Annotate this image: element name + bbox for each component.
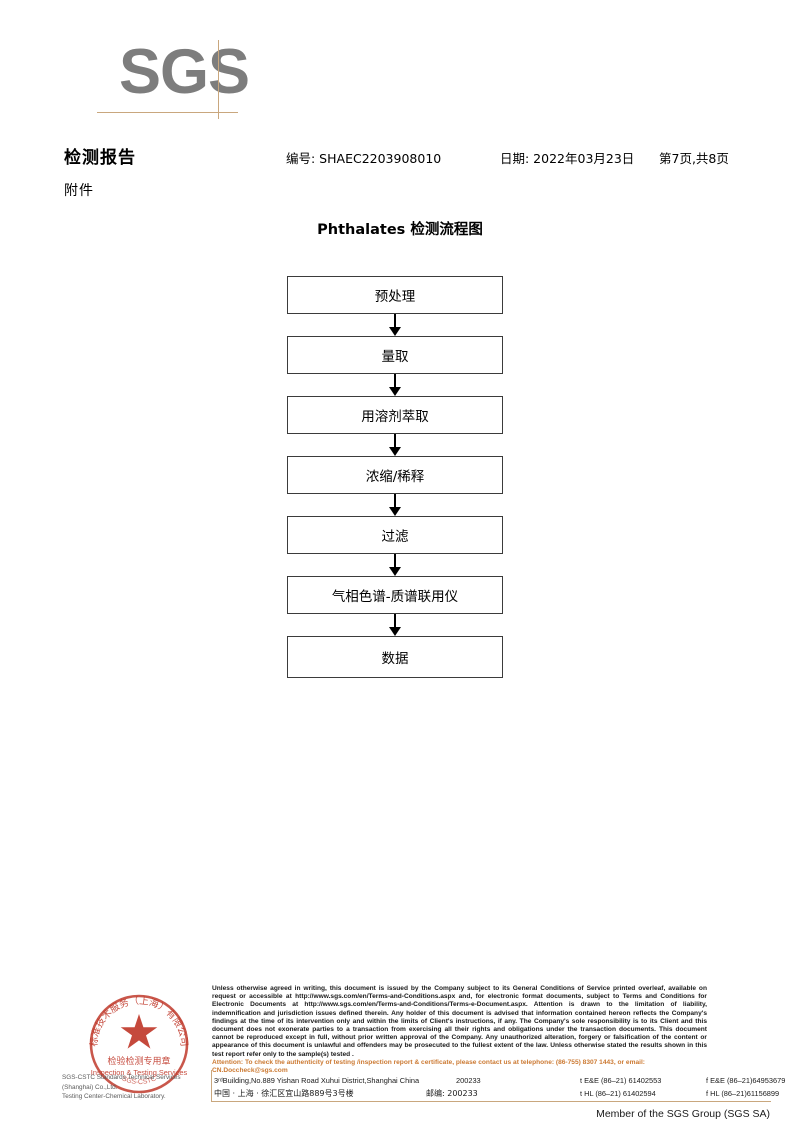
flow-arrow-2 [287, 374, 503, 396]
flow-step-5: 过滤 [287, 516, 503, 554]
arrow-head-icon [389, 447, 401, 456]
tel-english-2: f E&E (86–21)64953679 [706, 1076, 786, 1085]
flow-step-1: 预处理 [287, 276, 503, 314]
logo-horizontal-rule [97, 112, 238, 113]
svg-text:Inspection & Testing Services: Inspection & Testing Services [91, 1068, 188, 1077]
company-seal-stamp: 标准技术服务（上海）有限公司 检验检测专用章 Inspection & Test… [83, 988, 195, 1100]
arrow-stem [394, 494, 397, 509]
zip-chinese: 邮编: 200233 [426, 1089, 478, 1098]
svg-text:SGS-CSTC: SGS-CSTC [121, 1075, 158, 1086]
address-row-cn: 中国 · 上海 · 徐汇区宜山路889号3号楼 邮编: 200233 t HL … [214, 1087, 779, 1100]
member-of-sgs-group: Member of the SGS Group (SGS SA) [596, 1108, 770, 1120]
arrow-stem [394, 314, 397, 329]
arrow-head-icon [389, 327, 401, 336]
seal-caption-line2: Testing Center-Chemical Laboratory. [62, 1093, 166, 1100]
flow-box-filtration: 过滤 [287, 516, 503, 554]
arrow-stem [394, 614, 397, 629]
page-indicator: 第7页,共8页 [659, 151, 729, 166]
zip-english: 200233 [456, 1076, 481, 1085]
flow-arrow-6 [287, 614, 503, 636]
page-subtitle-attachment: 附件 [64, 183, 94, 199]
flow-step-3: 用溶剂萃取 [287, 396, 503, 434]
flow-box-pretreatment: 预处理 [287, 276, 503, 314]
seal-caption-line1: SGS-CSTC Standards Technical Services (S… [62, 1074, 181, 1091]
tel-english-1: t E&E (86–21) 61402553 [580, 1076, 662, 1085]
seal-caption: SGS-CSTC Standards Technical Services (S… [62, 1073, 212, 1102]
arrow-stem [394, 374, 397, 389]
flow-step-2: 量取 [287, 336, 503, 374]
flow-box-measure: 量取 [287, 336, 503, 374]
tel-chinese-1: t HL (86–21) 61402594 [580, 1089, 656, 1098]
logo-vertical-rule [218, 40, 219, 119]
page-title: 检测报告 [64, 148, 136, 168]
flow-step-7: 数据 [287, 636, 503, 678]
tel-chinese-2: f HL (86–21)61156899 [706, 1089, 780, 1098]
flow-arrow-1 [287, 314, 503, 336]
flowchart: 预处理 量取 用溶剂萃取 浓缩/稀释 过滤 [287, 276, 503, 678]
flow-arrow-5 [287, 554, 503, 576]
footer-vertical-rule [211, 1070, 212, 1102]
arrow-stem [394, 554, 397, 569]
flow-arrow-4 [287, 494, 503, 516]
flow-step-4: 浓缩/稀释 [287, 456, 503, 494]
arrow-head-icon [389, 567, 401, 576]
sgs-logo-text: SGS [119, 37, 250, 107]
address-english: 3ʳᵈBuilding,No.889 Yishan Road Xuhui Dis… [214, 1076, 420, 1085]
flow-box-concentration-dilution: 浓缩/稀释 [287, 456, 503, 494]
legal-disclaimer-text: Unless otherwise agreed in writing, this… [212, 985, 707, 1058]
arrow-head-icon [389, 507, 401, 516]
flowchart-title: Phthalates 检测流程图 [317, 222, 483, 238]
flow-arrow-3 [287, 434, 503, 456]
flow-step-6: 气相色谱-质谱联用仪 [287, 576, 503, 614]
flow-box-solvent-extraction: 用溶剂萃取 [287, 396, 503, 434]
report-date: 日期: 2022年03月23日 [500, 151, 635, 166]
legal-disclaimer: Unless otherwise agreed in writing, this… [212, 985, 707, 1075]
arrow-stem [394, 434, 397, 449]
address-chinese: 中国 · 上海 · 徐汇区宜山路889号3号楼 [214, 1089, 354, 1098]
address-row-en: 3ʳᵈBuilding,No.889 Yishan Road Xuhui Dis… [214, 1074, 785, 1087]
footer-horizontal-rule [211, 1101, 771, 1103]
flow-box-gc-ms: 气相色谱-质谱联用仪 [287, 576, 503, 614]
attention-notice: Attention: To check the authenticity of … [212, 1058, 645, 1075]
svg-text:检验检测专用章: 检验检测专用章 [107, 1055, 170, 1067]
report-number: 编号: SHAEC2203908010 [286, 151, 442, 166]
arrow-head-icon [389, 627, 401, 636]
flow-box-data: 数据 [287, 636, 503, 678]
sgs-logo: SGS [97, 36, 297, 126]
arrow-head-icon [389, 387, 401, 396]
footer-address-block: 3ʳᵈBuilding,No.889 Yishan Road Xuhui Dis… [214, 1074, 785, 1100]
